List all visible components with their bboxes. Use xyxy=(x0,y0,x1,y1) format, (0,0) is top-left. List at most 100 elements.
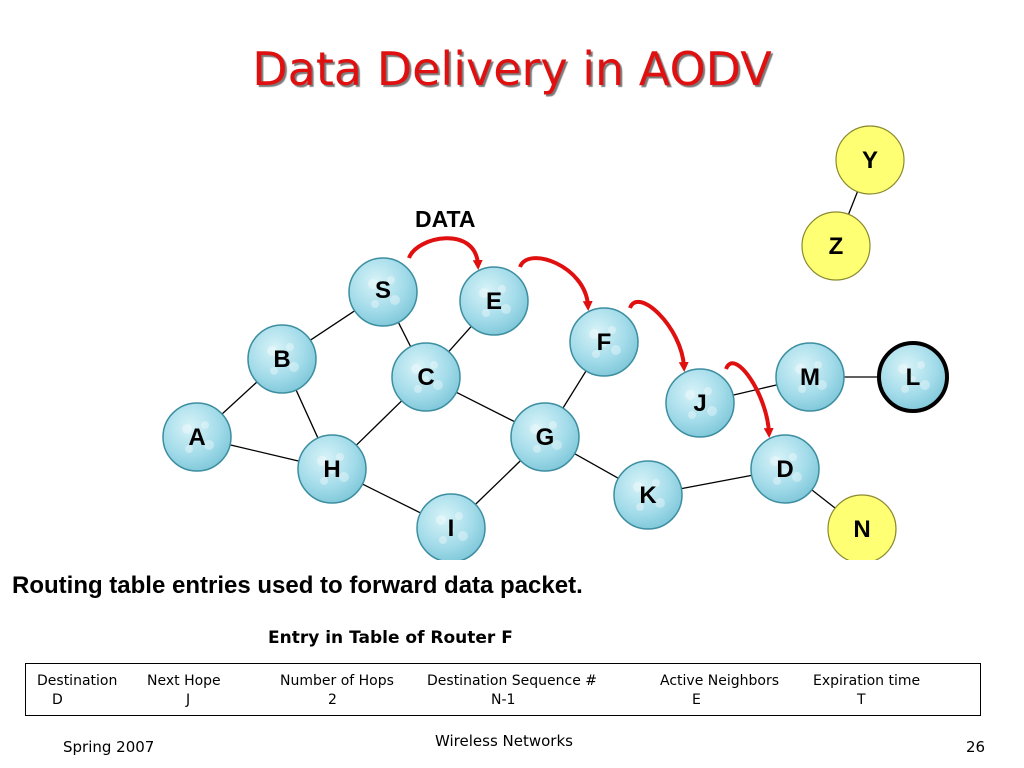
edge-F-G xyxy=(562,370,587,409)
node-texture-dot xyxy=(773,477,781,485)
node-a: A xyxy=(162,402,232,472)
node-texture-dot xyxy=(279,358,285,364)
node-texture-dot xyxy=(920,380,930,390)
node-texture-dot xyxy=(782,468,788,474)
edge-C-H xyxy=(355,400,403,446)
node-texture-dot xyxy=(549,421,557,429)
node-label-e: E xyxy=(486,288,502,315)
data-arrow-F-J xyxy=(628,299,689,372)
node-texture-dot xyxy=(645,494,651,500)
node-label-d: D xyxy=(776,456,793,483)
node-circle-j xyxy=(665,368,735,438)
node-circle-i xyxy=(416,493,486,560)
node-texture-dot xyxy=(685,390,695,400)
edge-G-K xyxy=(574,453,619,479)
node-texture-dot xyxy=(552,440,562,450)
data-path-layer xyxy=(407,236,774,438)
edge-B-H xyxy=(295,389,319,439)
node-texture-dot xyxy=(329,468,335,474)
header-expiration-time: Expiration time xyxy=(813,673,921,689)
edge-A-H xyxy=(229,444,300,462)
node-texture-dot xyxy=(448,527,454,533)
node-label-b: B xyxy=(273,346,290,373)
node-texture-dot xyxy=(479,288,489,298)
node-circle-d xyxy=(750,434,820,504)
node-texture-dot xyxy=(901,385,909,393)
node-texture-dot xyxy=(817,380,827,390)
node-label-m: M xyxy=(800,364,820,391)
node-circle-g xyxy=(510,402,580,472)
node-m: M xyxy=(775,342,845,412)
data-arrow-E-F xyxy=(518,256,593,311)
node-texture-dot xyxy=(339,472,349,482)
node-label-i: I xyxy=(448,515,455,542)
node-circle-b xyxy=(247,324,317,394)
value-active-neighbors: E xyxy=(692,692,701,708)
node-texture-dot xyxy=(498,285,506,293)
node-g: G xyxy=(510,402,580,472)
node-texture-dot xyxy=(652,479,660,487)
node-texture-dot xyxy=(182,424,192,434)
node-texture-dot xyxy=(814,361,822,369)
edge-E-C xyxy=(448,325,472,353)
node-circle-n xyxy=(827,494,897,560)
node-texture-dot xyxy=(789,453,797,461)
edge-H-I xyxy=(362,483,421,514)
node-texture-dot xyxy=(501,304,511,314)
node-texture-dot xyxy=(430,361,438,369)
value-destination-sequence: N-1 xyxy=(491,692,516,708)
node-label-j: J xyxy=(693,390,706,417)
node-texture-dot xyxy=(289,362,299,372)
data-packet-label: DATA xyxy=(415,206,475,232)
node-texture-dot xyxy=(633,482,643,492)
node-texture-dot xyxy=(439,536,447,544)
node-texture-dot xyxy=(458,531,468,541)
node-texture-dot xyxy=(770,456,780,466)
node-s: S xyxy=(348,257,418,327)
node-circle-k xyxy=(613,460,683,530)
node-texture-dot xyxy=(390,295,400,305)
node-texture-dot xyxy=(204,440,214,450)
edge-S-C xyxy=(397,322,412,347)
node-circle-c xyxy=(391,342,461,412)
node-label-k: K xyxy=(639,482,657,509)
node-texture-dot xyxy=(491,300,497,306)
node-texture-dot xyxy=(592,350,600,358)
node-texture-dot xyxy=(608,326,616,334)
node-texture-dot xyxy=(530,424,540,434)
node-circle-e xyxy=(459,266,529,336)
footer-page-number: 26 xyxy=(966,738,986,756)
header-destination: Destination xyxy=(37,673,118,689)
node-y: Y xyxy=(835,125,905,195)
node-label-f: F xyxy=(597,329,612,356)
node-texture-dot xyxy=(423,376,429,382)
node-circle-f xyxy=(569,307,639,377)
node-texture-dot xyxy=(320,477,328,485)
node-texture-dot xyxy=(267,346,277,356)
node-texture-dot xyxy=(411,364,421,374)
node-texture-dot xyxy=(336,453,344,461)
node-texture-dot xyxy=(387,276,395,284)
node-label-n: N xyxy=(853,516,870,543)
node-texture-dot xyxy=(286,343,294,351)
node-circle-a xyxy=(162,402,232,472)
node-texture-dot xyxy=(601,341,607,347)
header-next-hope: Next Hope xyxy=(147,673,221,689)
node-j: J xyxy=(665,368,735,438)
node-label-h: H xyxy=(323,456,340,483)
node-texture-dot xyxy=(655,498,665,508)
node-texture-dot xyxy=(898,364,908,374)
node-circle-h xyxy=(297,434,367,504)
node-e: E xyxy=(459,266,529,336)
edge-Y-Z xyxy=(847,191,859,215)
footer-date: Spring 2007 xyxy=(63,738,155,756)
node-label-a: A xyxy=(188,424,205,451)
node-f: F xyxy=(569,307,639,377)
node-texture-dot xyxy=(194,436,200,442)
node-texture-dot xyxy=(910,376,916,382)
node-d: D xyxy=(750,434,820,504)
node-texture-dot xyxy=(611,345,621,355)
node-label-s: S xyxy=(375,277,391,304)
